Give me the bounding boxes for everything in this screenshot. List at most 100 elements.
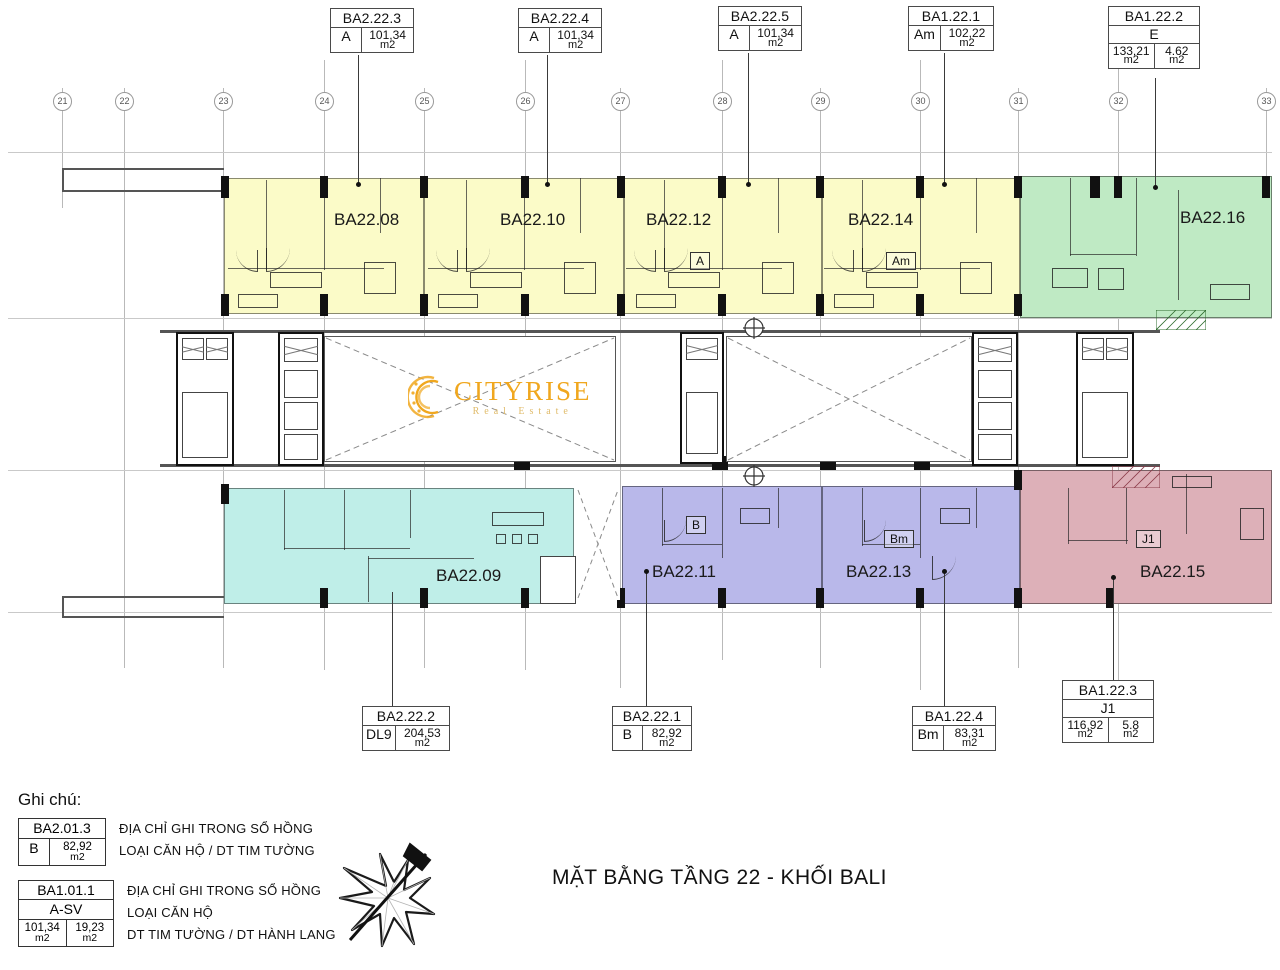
column <box>617 294 625 316</box>
void-diagonals-left <box>325 337 615 461</box>
partition <box>862 544 920 545</box>
shaft-x-mark <box>686 338 718 360</box>
callout-code: BA1.22.2 <box>1124 8 1184 24</box>
hatched-service-shaft-top <box>1156 310 1206 330</box>
unit-label-BA22.16: BA22.16 <box>1180 208 1246 227</box>
partition <box>344 490 345 550</box>
partition <box>920 488 921 558</box>
callout-type: A <box>519 28 551 53</box>
grid-bubble-24: 24 <box>315 92 334 111</box>
corridor-slab-bottom <box>160 464 1160 467</box>
furniture <box>1172 476 1212 488</box>
partition <box>976 488 977 528</box>
column <box>617 588 625 608</box>
column <box>1014 588 1022 608</box>
callout-type: A <box>719 26 751 51</box>
column <box>1014 176 1022 198</box>
column <box>1090 176 1100 198</box>
column <box>1014 294 1022 316</box>
column <box>916 176 924 198</box>
unit-BA22.15[interactable] <box>1020 470 1272 604</box>
grid-line-22 <box>124 88 125 668</box>
column <box>816 588 824 608</box>
furniture-sofa <box>492 512 544 526</box>
staircase <box>1082 392 1128 458</box>
grid-line-27 <box>620 88 621 688</box>
unit-label-BA22.09: BA22.09 <box>436 566 502 585</box>
unit-type-box-BA22.14: Am <box>886 252 916 270</box>
partition <box>778 488 779 528</box>
partition <box>410 490 411 538</box>
balcony-edge-bottom-left-side <box>62 596 64 618</box>
unit-BA22.13[interactable] <box>822 486 1020 604</box>
callout-leader-dot-3 <box>746 182 751 187</box>
partition <box>1186 474 1187 534</box>
kitchen-counter <box>866 272 918 288</box>
shaft-x-mark <box>284 338 318 362</box>
void-diagonals-mid-lower <box>577 489 619 599</box>
partition <box>1126 488 1127 544</box>
staircase <box>540 556 576 604</box>
furniture <box>364 262 396 294</box>
balcony-edge-bottom-left-b <box>62 616 224 618</box>
column <box>617 176 625 198</box>
grid-line-31 <box>1018 88 1019 668</box>
unit-type-box-BA22.15: J1 <box>1136 530 1161 548</box>
partition <box>284 548 410 549</box>
unit-label-BA22.13: BA22.13 <box>846 562 912 581</box>
kitchen-counter <box>1210 284 1250 300</box>
partition <box>324 268 384 269</box>
legend-title: Ghi chú: <box>18 790 82 809</box>
column <box>718 176 726 198</box>
partition <box>524 196 525 270</box>
partition <box>662 488 663 546</box>
balcony-edge-bottom-left <box>62 596 224 598</box>
grid-bubble-23: 23 <box>214 92 233 111</box>
callout-type: Am <box>909 26 941 51</box>
column <box>916 294 924 316</box>
partition <box>662 544 722 545</box>
partition <box>862 488 863 546</box>
unit-BA22.12[interactable] <box>624 178 822 314</box>
page-title: MẶT BẰNG TẦNG 22 - KHỐI BALI <box>552 866 887 889</box>
legend-tag-code: BA2.01.3 <box>33 820 91 836</box>
kitchen-counter <box>740 508 770 524</box>
grid-bubble-30: 30 <box>911 92 930 111</box>
unit-BA22.09[interactable] <box>224 488 574 604</box>
callout-code: BA2.22.5 <box>730 8 790 24</box>
partition <box>722 268 782 269</box>
section-marker-bottom <box>743 465 765 487</box>
callout-type: DL9 <box>363 726 396 751</box>
callout-leader-2 <box>547 55 548 185</box>
column <box>420 176 428 198</box>
partition <box>1178 190 1179 300</box>
elevator-car <box>978 434 1012 460</box>
bathroom-fixture <box>1098 268 1124 290</box>
unit-BA22.16[interactable] <box>1020 176 1272 318</box>
grid-bubble-33: 33 <box>1257 92 1276 111</box>
partition <box>722 488 723 558</box>
kitchen-counter <box>470 272 522 288</box>
legend-desc-line: DT TIM TƯỜNG / DT HÀNH LANG <box>127 926 336 942</box>
elevator-car <box>284 402 318 430</box>
grid-bubble-22: 22 <box>115 92 134 111</box>
unit-BA22.14[interactable] <box>822 178 1020 314</box>
grid-bubble-28: 28 <box>713 92 732 111</box>
legend-desc-line: ĐỊA CHỈ GHI TRONG SỔ HỒNG <box>119 821 314 836</box>
unit-label-BA22.10: BA22.10 <box>500 210 566 229</box>
grid-line-h-a <box>8 152 1272 153</box>
